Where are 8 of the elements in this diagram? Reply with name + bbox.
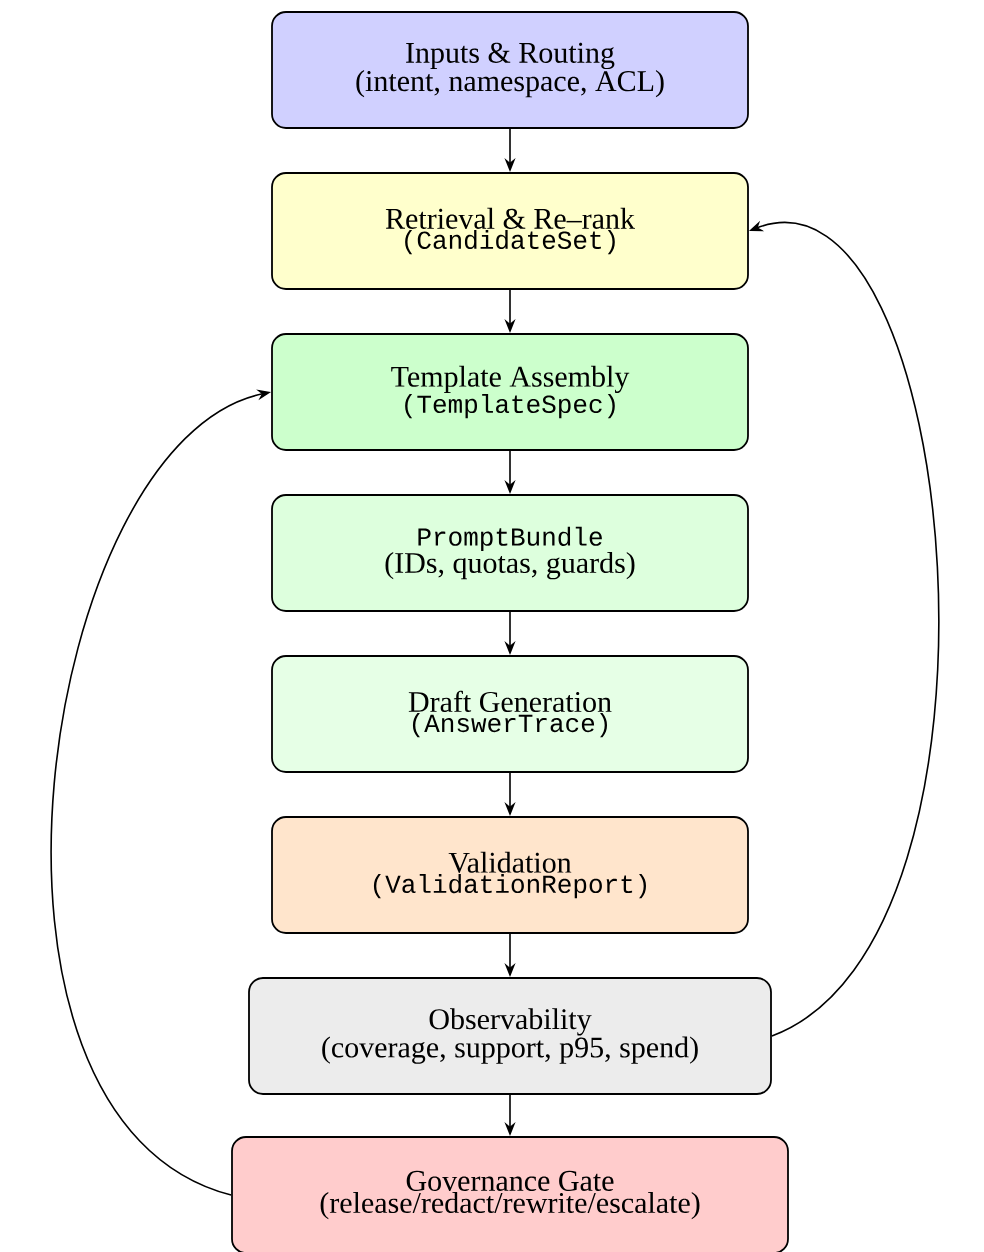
process-box: Retrieval & Re–rank (CandidateSet) bbox=[271, 172, 749, 290]
process-box: Inputs & Routing (intent, namespace, ACL) bbox=[271, 11, 749, 129]
process-box: Validation (ValidationReport) bbox=[271, 816, 749, 934]
process-box: Template Assembly (TemplateSpec) bbox=[271, 333, 749, 451]
process-box: Governance Gate (release/redact/rewrite/escalate) bbox=[231, 1136, 789, 1252]
process-box: Draft Generation (AnswerTrace) bbox=[271, 655, 749, 773]
process-box: Observability (coverage, support, p95, spend) bbox=[248, 977, 772, 1095]
process-box: PromptBundle (IDs, quotas, guards) bbox=[271, 494, 749, 612]
